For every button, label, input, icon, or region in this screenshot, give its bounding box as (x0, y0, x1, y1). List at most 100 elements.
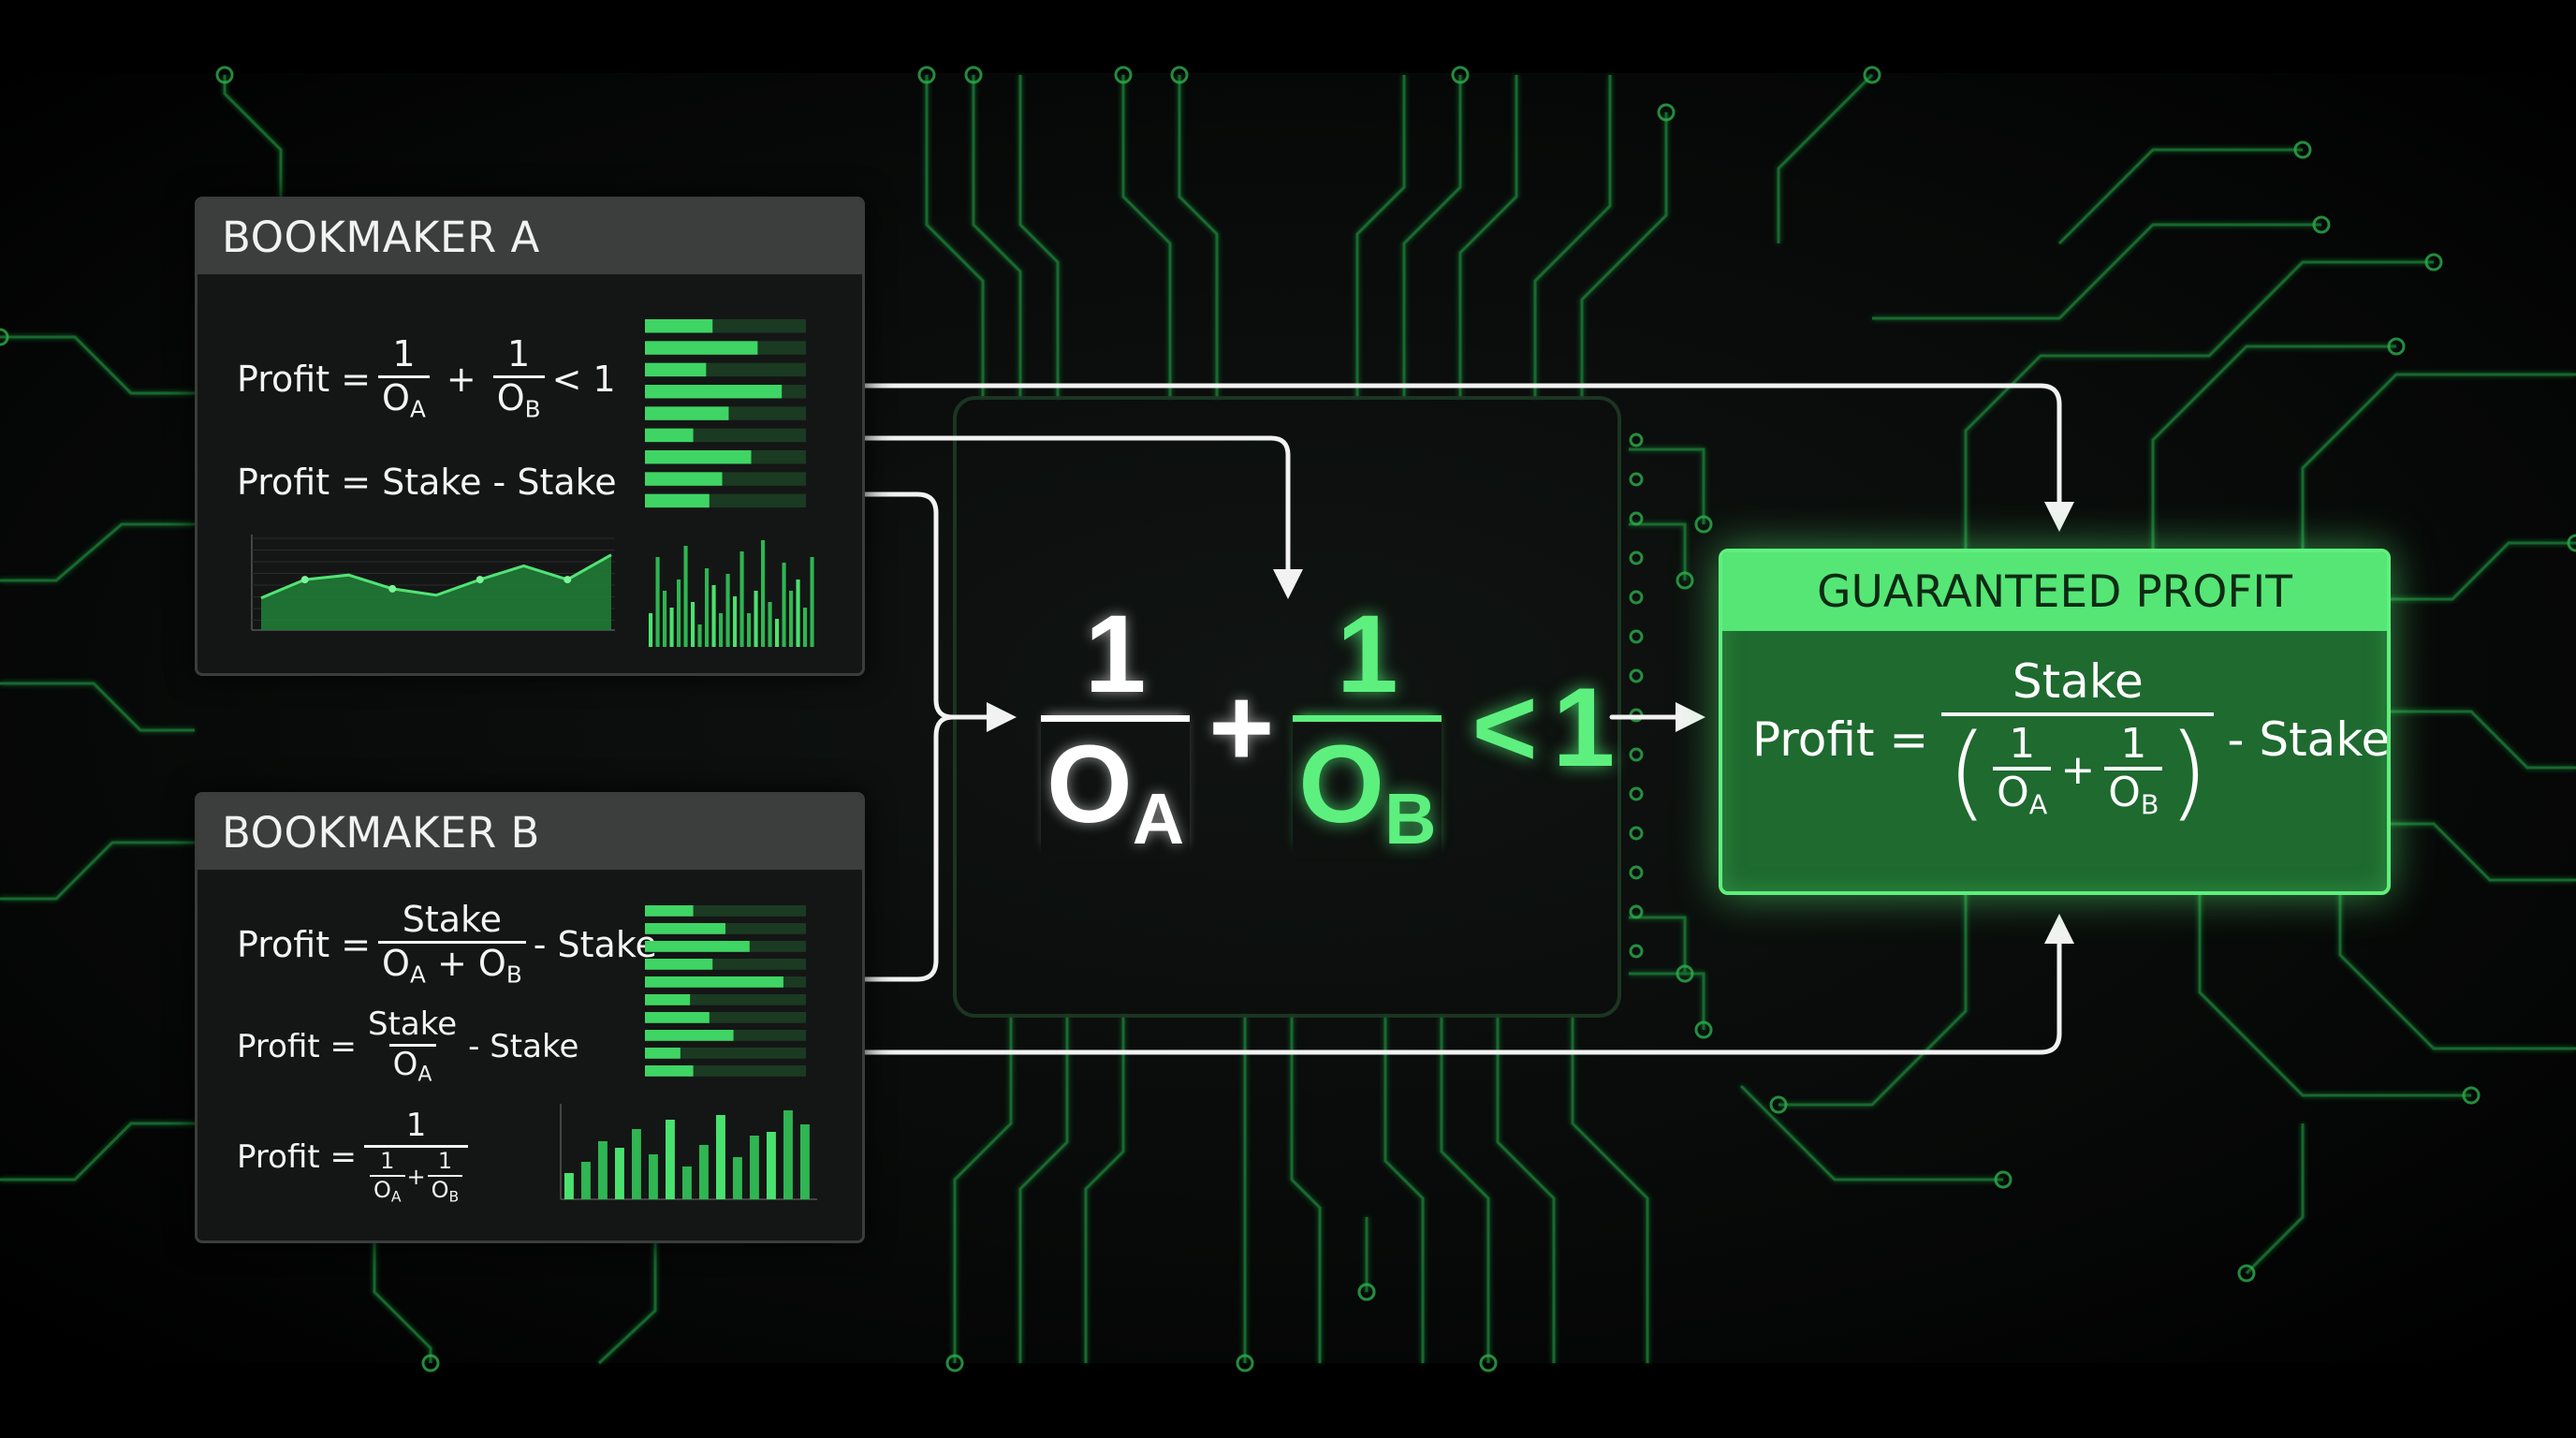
column-bar-21 (796, 580, 800, 647)
bookmaker-b-formula-3: Profit = 1 1 OA + 1 OB (237, 1107, 476, 1206)
bookmaker-a-bar-gauge (645, 319, 806, 508)
gauge-track-6 (645, 1012, 806, 1023)
column-bar-15 (754, 591, 758, 647)
fraction-stake-over-reciprocal-sum: Stake ( 1 OA + 1 OB ) (1941, 657, 2215, 831)
formula-tail: - Stake (533, 923, 657, 965)
bookmaker-a-formula-1: Profit = 1 OA + 1 OB < 1 (237, 335, 616, 421)
gauge-fill-4 (645, 976, 783, 988)
odds-symbol: O (373, 1176, 391, 1203)
column-bar-18 (775, 619, 780, 647)
gauge-fill-1 (645, 341, 758, 355)
odds-symbol: O (1046, 723, 1133, 846)
circuit-pad-2 (1114, 66, 1133, 84)
circuit-trace-5 (1355, 75, 1406, 398)
numerator: 1 (405, 1107, 427, 1144)
circuit-trace-11 (1018, 1016, 1069, 1363)
column-bar-0 (649, 613, 653, 647)
column-bar-23 (810, 557, 814, 647)
numerator: 1 (437, 1147, 453, 1174)
arrowhead-profit-bottom (2044, 914, 2074, 944)
formula-label: Profit = (237, 1137, 357, 1176)
sub-fraction-1-over-oa: 1 OA (369, 1149, 405, 1206)
column-bar-11 (750, 1136, 759, 1199)
circuit-trace-27 (2383, 541, 2576, 601)
arrowhead-profit-top (2044, 502, 2074, 532)
denominator: OB (1293, 715, 1442, 857)
odds-subscript: B (1384, 780, 1437, 859)
odds-symbol: O (382, 942, 410, 984)
formula-tail: - Stake (2227, 712, 2391, 768)
chip-side-pad-0 (1629, 433, 1644, 448)
gauge-fill-9 (645, 1065, 694, 1077)
column-bar-17 (768, 602, 772, 647)
chip-side-pad-6 (1629, 668, 1644, 683)
guaranteed-profit-panel: GUARANTEED PROFIT Profit = Stake ( 1 OA … (1719, 549, 2391, 895)
denominator: OA (369, 1174, 405, 1206)
circuit-trace-37 (1739, 1084, 2003, 1181)
denominator: OB (2104, 766, 2163, 818)
circuit-trace-24 (223, 75, 283, 197)
numerator: 1 (2120, 719, 2147, 768)
circuit-pad-23 (1676, 964, 1694, 983)
chip-side-pad-4 (1629, 590, 1644, 605)
column-bar-13 (783, 1110, 793, 1199)
bookmaker-b-formula-1: Profit = Stake OA + OB - Stake (237, 899, 657, 989)
circuit-pad-6 (945, 1354, 964, 1372)
column-bar-2 (663, 591, 667, 647)
area-chart-point-5 (476, 576, 484, 584)
odds-subscript: A (409, 961, 426, 989)
column-bar-3 (615, 1148, 624, 1199)
odds-subscript: A (417, 1062, 432, 1087)
chip-side-pad-1 (1629, 472, 1644, 487)
numerator: 1 (1337, 593, 1398, 716)
gauge-fill-0 (645, 905, 694, 917)
odds-symbol: O (1997, 768, 2029, 816)
column-bar-13 (739, 551, 744, 647)
formula-label: Profit = (237, 923, 372, 965)
column-bar-5 (649, 1154, 658, 1199)
odds-subscript: B (505, 961, 522, 989)
arrowhead-center-top (1273, 569, 1303, 599)
circuit-trace-19 (0, 335, 195, 395)
circuit-trace-17 (1496, 1016, 1556, 1363)
odds-subscript: A (2028, 788, 2048, 821)
column-bar-7 (697, 624, 702, 647)
circuit-trace-33 (1872, 223, 2321, 320)
circuit-trace-36 (2338, 888, 2576, 1050)
numerator: Stake (367, 1005, 458, 1043)
plus-sign: + (406, 1163, 426, 1190)
circuit-pad-12 (2424, 253, 2443, 271)
odds-subscript: A (390, 1188, 402, 1206)
arrow-a-to-center (860, 435, 1291, 581)
gauge-fill-3 (645, 385, 783, 399)
plus-sign: + (2060, 746, 2096, 795)
circuit-pad-7 (1236, 1354, 1254, 1372)
circuit-pad-0 (917, 66, 936, 84)
column-bar-4 (632, 1129, 641, 1199)
column-bar-0 (564, 1173, 574, 1199)
circuit-pad-25 (1357, 1283, 1376, 1301)
numerator: Stake (402, 899, 503, 940)
denominator: OB (427, 1174, 463, 1205)
circuit-trace-23 (0, 1122, 195, 1181)
circuit-pad-3 (1170, 66, 1189, 84)
chip-side-pad-8 (1629, 747, 1644, 762)
arbitrage-condition-formula: 1 OA + 1 OB < 1 (1030, 599, 1622, 857)
circuit-trace-44 (2245, 1123, 2305, 1275)
column-bar-16 (761, 540, 766, 647)
circuit-trace-16 (1440, 1016, 1490, 1363)
circuit-pad-14 (2312, 215, 2331, 234)
denominator: OB (492, 374, 545, 421)
circuit-pad-21 (1694, 515, 1713, 534)
odds-symbol: O (392, 1045, 418, 1083)
circuit-trace-1 (972, 75, 1022, 398)
column-bar-12 (733, 596, 738, 647)
formula-tail: - Stake (468, 1028, 579, 1066)
gauge-fill-5 (645, 994, 691, 1005)
left-parenthesis: ( (1947, 711, 1988, 831)
column-bar-5 (683, 546, 688, 647)
formula-label: Profit = (237, 358, 372, 400)
bookmaker-a-formula-2: Profit = Stake - Stake (237, 462, 617, 503)
arrowhead-center-right (1676, 702, 1705, 732)
